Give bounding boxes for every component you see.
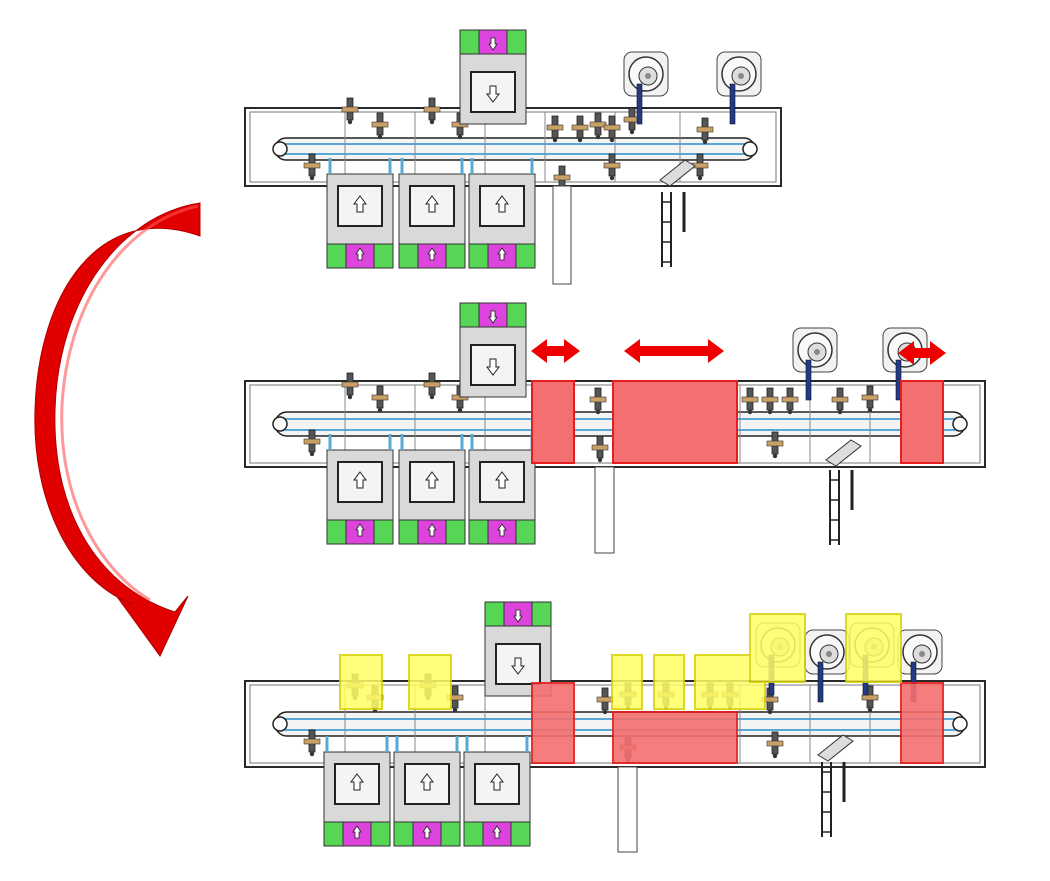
added-module-regions — [531, 380, 944, 464]
added-region — [612, 711, 738, 764]
stage-original-line — [244, 29, 782, 285]
double-headed-arrow — [898, 341, 946, 365]
new-station — [845, 613, 902, 683]
stage-expanded-line — [244, 302, 986, 554]
new-station — [611, 654, 643, 710]
expansion-arrows — [531, 339, 946, 365]
new-station — [653, 654, 685, 710]
new-station — [339, 654, 383, 710]
added-region — [900, 380, 944, 464]
double-headed-arrow — [624, 339, 724, 363]
added-module-regions — [531, 682, 944, 764]
stage-added-stations-line — [244, 601, 986, 853]
added-region — [531, 380, 575, 464]
added-region — [900, 682, 944, 764]
added-region — [612, 380, 738, 464]
double-headed-arrow — [531, 339, 580, 363]
new-station — [749, 613, 806, 683]
process-flow-arrow — [34, 202, 201, 657]
added-region — [531, 682, 575, 764]
new-station-regions — [339, 613, 902, 710]
new-station — [408, 654, 452, 710]
